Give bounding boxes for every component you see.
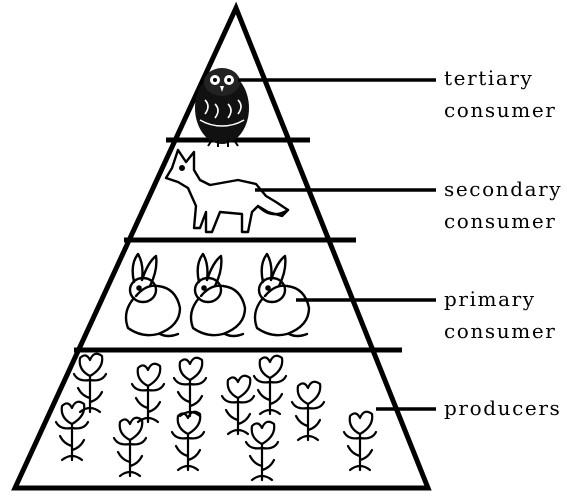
plant-icon	[72, 352, 108, 414]
fox-icon	[164, 148, 290, 234]
plant-icon	[244, 420, 280, 482]
plant-icon	[54, 400, 90, 462]
plant-icon	[220, 374, 256, 436]
plant-icon	[112, 416, 148, 478]
plant-icon	[130, 362, 166, 424]
plant-icon-group	[54, 352, 378, 482]
label-secondary-line2: consumer	[444, 209, 557, 233]
plant-icon	[172, 356, 208, 418]
plant-icon	[290, 380, 326, 442]
label-primary-line2: consumer	[444, 319, 557, 343]
owl-icon	[195, 68, 249, 147]
label-tertiary-line1: tertiary	[444, 66, 534, 90]
pyramid-outline	[11, 1, 432, 491]
plant-icon	[170, 410, 206, 472]
plant-icon	[252, 354, 288, 416]
rabbit-icon-2	[189, 252, 247, 338]
rabbit-icon-1	[124, 252, 182, 338]
label-producers: producers	[444, 396, 562, 420]
plant-icon	[342, 410, 378, 472]
label-secondary-line1: secondary	[444, 177, 563, 201]
label-tertiary-line2: consumer	[444, 98, 557, 122]
label-primary-line1: primary	[444, 287, 536, 311]
rabbit-icon-3	[253, 252, 311, 338]
